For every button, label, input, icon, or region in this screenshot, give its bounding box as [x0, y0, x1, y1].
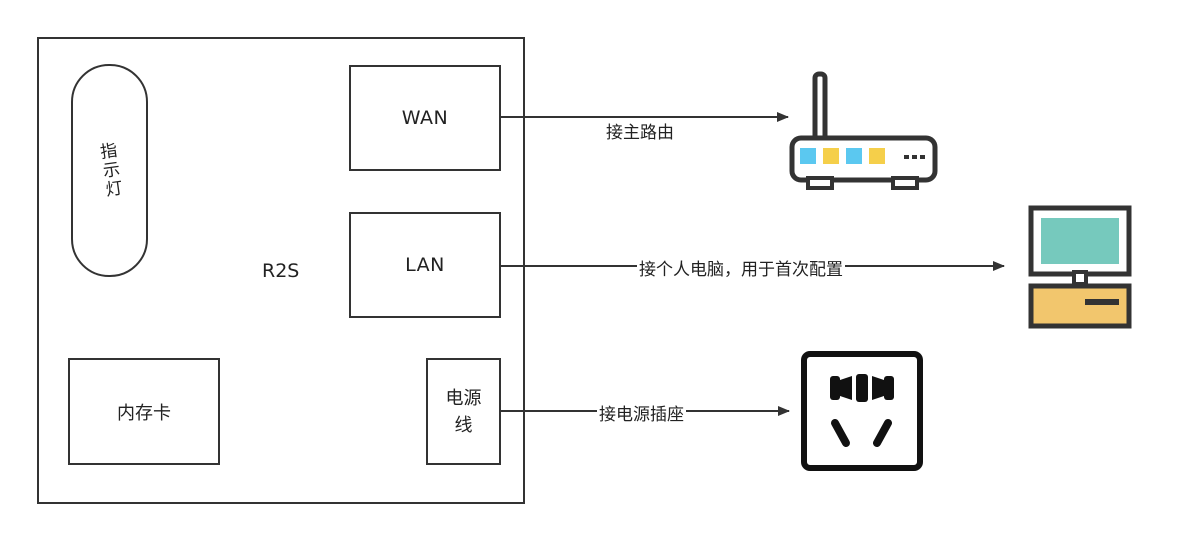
lan-connection-label: 接个人电脑，用于首次配置 [637, 255, 845, 280]
wan-port-label: WAN [401, 107, 449, 129]
power-connection-label: 接电源插座 [597, 400, 686, 425]
wan-port: WAN [349, 65, 501, 171]
lan-port: LAN [349, 212, 501, 318]
power-socket-icon [801, 351, 923, 471]
device-name: R2S [262, 260, 300, 282]
memory-card-label: 内存卡 [117, 402, 171, 424]
memory-card-slot: 内存卡 [68, 358, 220, 465]
power-port-label: 电源线 [445, 387, 482, 436]
computer-icon [1028, 205, 1132, 329]
power-port: 电源线 [426, 358, 501, 465]
lan-port-label: LAN [405, 254, 445, 276]
router-icon [789, 71, 938, 190]
wan-connection-label: 接主路由 [604, 118, 676, 143]
indicator-light: 指示灯 [71, 64, 148, 277]
